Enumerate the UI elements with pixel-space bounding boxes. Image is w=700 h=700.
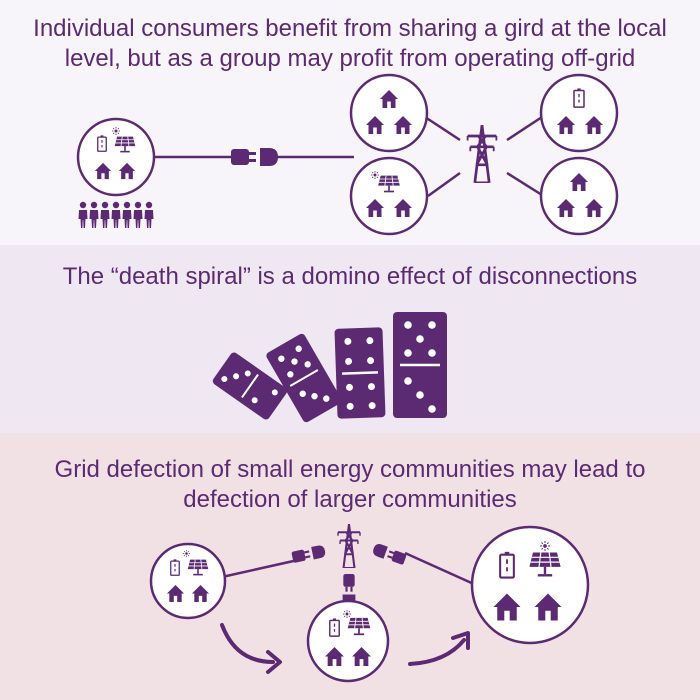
curved-arrow-icon [408, 631, 470, 666]
transmission-tower-icon [466, 125, 498, 183]
section1-heading-line2: level, but as a group may profit from op… [64, 45, 636, 72]
section2-heading: The “death spiral” is a domino effect of… [0, 262, 700, 292]
curved-arrow-icon [220, 623, 282, 674]
household-node-houses-top-left [349, 73, 429, 153]
community-node-large [470, 525, 590, 645]
household-node-houses-bottom-right [539, 156, 619, 236]
people-group-icon [78, 201, 154, 228]
plug-icon [291, 544, 327, 564]
section1-heading-line1: Individual consumers benefit from sharin… [33, 15, 667, 42]
sun-icon [343, 610, 351, 618]
section3-heading-line1: Grid defection of small energy communiti… [54, 456, 646, 483]
sun-icon [540, 541, 550, 551]
plug-icon [371, 542, 408, 566]
plug-icon [231, 148, 278, 166]
household-node-solar-bottom-left [349, 156, 429, 236]
domino-3-icon [334, 327, 386, 419]
community-node-medium [306, 599, 390, 683]
domino-4-icon [393, 312, 447, 418]
domino-1-icon [212, 352, 288, 420]
household-node-battery-top-right [539, 73, 619, 153]
section1-heading: Individual consumers benefit from sharin… [0, 14, 700, 74]
community-node-small [149, 542, 227, 620]
sun-icon [371, 171, 379, 179]
section3-heading-line2: defection of larger communities [183, 486, 517, 513]
connector-lines-section1 [154, 115, 543, 198]
section2-heading-line1: The “death spiral” is a domino effect of… [62, 263, 638, 290]
section3-heading: Grid defection of small energy communiti… [0, 455, 700, 515]
domino-2-icon [266, 333, 342, 423]
connector-lines-section3 [221, 551, 477, 587]
transmission-tower-icon [336, 524, 362, 568]
household-node-individual [76, 117, 156, 197]
